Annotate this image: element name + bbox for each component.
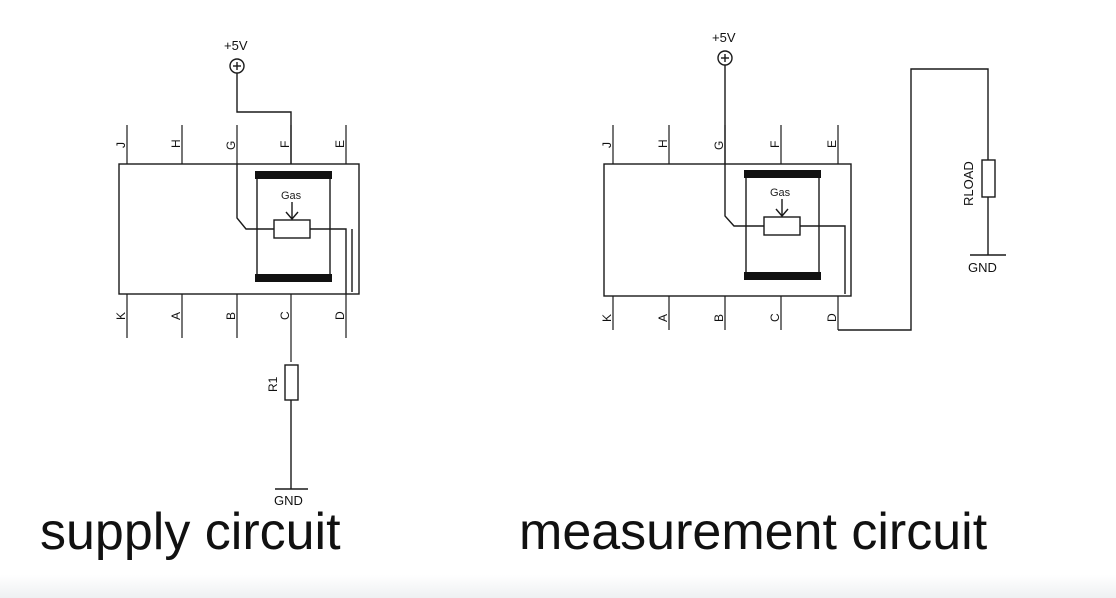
supply-pin-j: J — [114, 142, 128, 148]
supply-pin-d: D — [333, 311, 347, 320]
measurement-gnd-label: GND — [968, 260, 997, 275]
supply-power-label: +5V — [224, 38, 248, 53]
supply-pin-a: A — [169, 312, 183, 320]
supply-power-symbol — [229, 58, 245, 74]
measurement-wire-heater — [819, 225, 846, 294]
supply-resistor-label: R1 — [266, 376, 280, 392]
schematic-diagram: +5V J H G F E K — [114, 30, 1006, 508]
supply-wire-power — [236, 73, 292, 164]
measurement-power-label: +5V — [712, 30, 736, 45]
measurement-bottom-pins: K A B C D — [600, 296, 839, 330]
supply-pin-k: K — [114, 312, 128, 320]
supply-bottom-pins: K A B C D — [114, 294, 347, 362]
measurement-pin-g: G — [712, 141, 726, 150]
measurement-pin-k: K — [600, 314, 614, 322]
measurement-pin-a: A — [656, 314, 670, 322]
measurement-wire-g — [724, 164, 746, 227]
measurement-resistor-label: RLOAD — [961, 161, 976, 206]
supply-gas-sensor: Gas — [255, 171, 332, 282]
supply-pin-g: G — [224, 141, 238, 150]
supply-gnd-label: GND — [274, 493, 303, 508]
measurement-gas-sensor: Gas — [744, 170, 821, 280]
bottom-shade — [0, 575, 1116, 598]
measurement-circuit: +5V J H G F E K A — [600, 30, 1006, 331]
measurement-resistor-rload — [981, 159, 996, 198]
measurement-circuit-caption: measurement circuit — [519, 503, 988, 561]
measurement-pin-b: B — [712, 314, 726, 322]
measurement-pin-h: H — [656, 139, 670, 148]
supply-pin-c: C — [278, 311, 292, 320]
supply-circuit-caption: supply circuit — [40, 503, 341, 561]
measurement-pin-j: J — [600, 142, 614, 148]
measurement-wire-load — [838, 68, 989, 331]
supply-resistor-r1 — [284, 364, 299, 401]
supply-sensor-label: Gas — [281, 190, 302, 202]
measurement-power-symbol — [717, 50, 733, 66]
supply-pin-b: B — [224, 312, 238, 320]
measurement-pin-f: F — [768, 141, 782, 148]
supply-circuit: +5V J H G F E K — [114, 38, 360, 508]
supply-module-body — [118, 163, 360, 295]
measurement-top-pins: J H G F E — [600, 125, 839, 164]
supply-wire-g — [236, 164, 257, 230]
measurement-pin-c: C — [768, 313, 782, 322]
measurement-module-body — [603, 163, 852, 297]
supply-pin-f: F — [278, 141, 292, 148]
supply-wire-d — [330, 228, 347, 294]
measurement-pin-e: E — [825, 140, 839, 148]
supply-top-pins: J H G F E — [114, 125, 347, 164]
supply-pin-h: H — [169, 139, 183, 148]
supply-pin-e: E — [333, 140, 347, 148]
measurement-pin-d: D — [825, 313, 839, 322]
measurement-sensor-label: Gas — [770, 187, 791, 199]
